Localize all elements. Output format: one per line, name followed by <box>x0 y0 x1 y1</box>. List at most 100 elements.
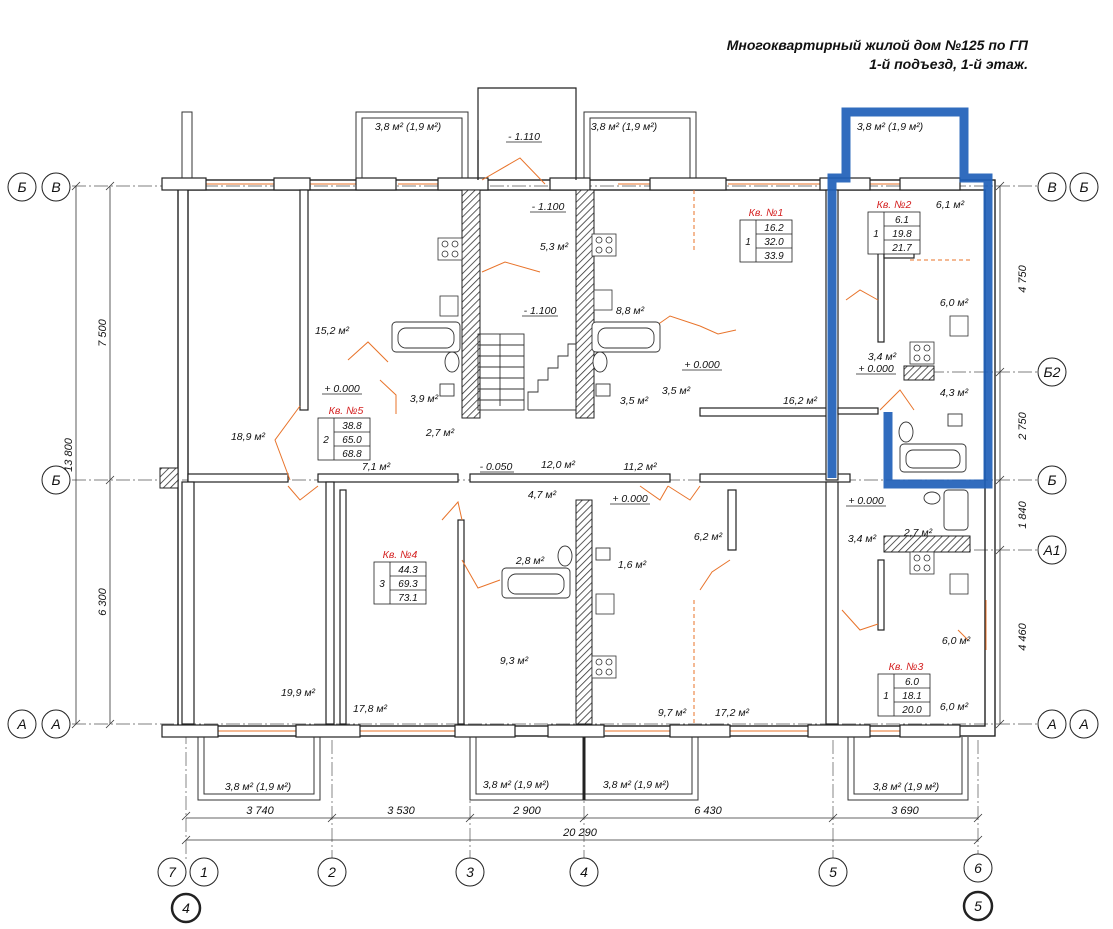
level-mark: + 0.000 <box>848 495 883 507</box>
staircase <box>477 333 576 411</box>
axis-bubble-bottom-4 <box>455 857 485 887</box>
axis-bubble-right-3 <box>1037 357 1067 387</box>
dim-left-6300: 6 300 <box>97 587 109 615</box>
dim-3740: 3 740 <box>246 805 274 817</box>
dim-6430: 6 430 <box>694 805 722 817</box>
dim-right-1840: 1 840 <box>1017 500 1029 528</box>
apartment-area-with-balcony: 68.8 <box>342 449 362 460</box>
axis-label-left-3: Б <box>51 472 60 488</box>
room-area: 2,7 м² <box>425 427 455 439</box>
drawing-subtitle: 1-й подъезд, 1-й этаж. <box>869 56 1028 72</box>
axis-bubble-left-2 <box>41 172 71 202</box>
dim-3690: 3 690 <box>891 805 919 817</box>
stair-core-walls <box>461 189 971 725</box>
axis-bubble-right-7 <box>1069 709 1099 739</box>
dim-2900: 2 900 <box>512 805 541 817</box>
level-mark: + 0.000 <box>684 359 719 371</box>
room-area: 4,3 м² <box>940 387 969 399</box>
axis-bubble-right-1 <box>1037 172 1067 202</box>
axis-bubble-bottom-2 <box>189 857 219 887</box>
axis-label-right-3: Б2 <box>1044 364 1061 380</box>
wall-column <box>159 467 179 489</box>
apartment-area-with-balcony: 20.0 <box>901 705 922 716</box>
apartment-name: Кв. №4 <box>383 549 418 561</box>
apartment-area-with-balcony: 33.9 <box>764 251 784 262</box>
apartment-area-living: 38.8 <box>342 421 362 432</box>
window-frames <box>161 177 961 738</box>
axis-label-left-4: А <box>16 716 26 732</box>
axis-bubble-bottom-3 <box>317 857 347 887</box>
axis-bubble-left-3 <box>41 465 71 495</box>
level-mark: - 1.100 <box>524 305 557 317</box>
room-area: 16,2 м² <box>783 395 818 407</box>
apartment-table-4: Кв. №4 3 44.3 69.3 73.1 <box>373 549 427 605</box>
room-area: 6,0 м² <box>942 635 971 647</box>
apartment-room-count: 1 <box>883 691 889 702</box>
room-area: 18,9 м² <box>231 431 266 443</box>
axis-bubble-bottom-1 <box>157 857 187 887</box>
apartment-area-living: 44.3 <box>398 565 418 576</box>
apartment-table-1: Кв. №1 1 16.2 32.0 33.9 <box>739 207 793 263</box>
room-area: 6,0 м² <box>940 297 969 309</box>
kitchen-stoves <box>437 233 969 679</box>
room-area: 3,9 м² <box>410 393 439 405</box>
apartment-room-count: 2 <box>322 435 329 446</box>
axis-label-extra-2: 5 <box>974 898 982 914</box>
apartment-area-living: 6.0 <box>905 677 919 688</box>
axis-bubble-left-4 <box>7 709 37 739</box>
apartment-table-5: Кв. №5 2 38.8 65.0 68.8 <box>317 405 371 461</box>
dim-total: 20 290 <box>562 827 598 839</box>
axis-grid-lines <box>72 185 1040 860</box>
window-glazing <box>205 183 987 732</box>
axis-label-right-5: А1 <box>1042 542 1060 558</box>
room-area: 2,7 м² <box>903 527 933 539</box>
level-mark: - 1.110 <box>508 131 540 143</box>
balcony-area: 3,8 м² (1,9 м²) <box>591 121 657 133</box>
axis-label-bottom-1: 7 <box>168 864 177 880</box>
room-area: 3,5 м² <box>620 395 649 407</box>
axis-label-bottom-7: 6 <box>974 860 982 876</box>
axis-label-right-2: Б <box>1079 179 1088 195</box>
room-area: 3,5 м² <box>662 385 691 397</box>
axis-bubble-left-5 <box>41 709 71 739</box>
apartment-area-with-balcony: 21.7 <box>891 243 912 254</box>
axis-bubble-left-1 <box>7 172 37 202</box>
room-area: 11,2 м² <box>623 461 657 473</box>
apartment-area-total: 69.3 <box>398 579 418 590</box>
axis-label-bottom-6: 5 <box>829 864 837 880</box>
balcony-area: 3,8 м² (1,9 м²) <box>603 779 669 791</box>
axis-markers: Б В Б А А В Б Б2 Б А1 А А 7 1 2 3 4 5 <box>7 172 1099 924</box>
axis-bubble-right-2 <box>1069 172 1099 202</box>
axis-label-right-6: А <box>1046 716 1056 732</box>
axis-label-left-2: В <box>51 179 60 195</box>
level-mark: - 1.100 <box>532 201 565 213</box>
room-area: 4,7 м² <box>528 489 557 501</box>
apartment-room-count: 1 <box>873 229 879 240</box>
axis-label-bottom-4: 3 <box>466 864 474 880</box>
apartment-name: Кв. №5 <box>329 405 364 417</box>
apartment-name: Кв. №2 <box>877 199 912 211</box>
balconies <box>181 111 969 801</box>
drawing-title: Многоквартирный жилой дом №125 по ГП <box>726 37 1028 53</box>
apartment-area-total: 65.0 <box>342 435 362 446</box>
axis-label-right-4: Б <box>1047 472 1056 488</box>
apartment-area-total: 32.0 <box>764 237 784 248</box>
axis-bubble-right-4 <box>1037 465 1067 495</box>
room-area: 17,2 м² <box>715 707 750 719</box>
axis-bubble-bottom-5 <box>569 857 599 887</box>
axis-label-bottom-3: 2 <box>327 864 336 880</box>
dim-right-4460: 4 460 <box>1017 622 1029 650</box>
level-mark: - 0.050 <box>480 461 513 473</box>
room-area: 6,0 м² <box>940 701 969 713</box>
level-mark: + 0.000 <box>324 383 359 395</box>
apartment-area-with-balcony: 73.1 <box>398 593 417 604</box>
axis-bubble-extra-1 <box>170 892 202 924</box>
room-area: 3,4 м² <box>868 351 897 363</box>
room-area: 8,8 м² <box>616 305 645 317</box>
room-area: 6,2 м² <box>694 531 723 543</box>
room-area: 5,3 м² <box>540 241 569 253</box>
axis-bubble-right-6 <box>1037 709 1067 739</box>
apartment-room-count: 1 <box>745 237 751 248</box>
dim-3530: 3 530 <box>387 805 415 817</box>
